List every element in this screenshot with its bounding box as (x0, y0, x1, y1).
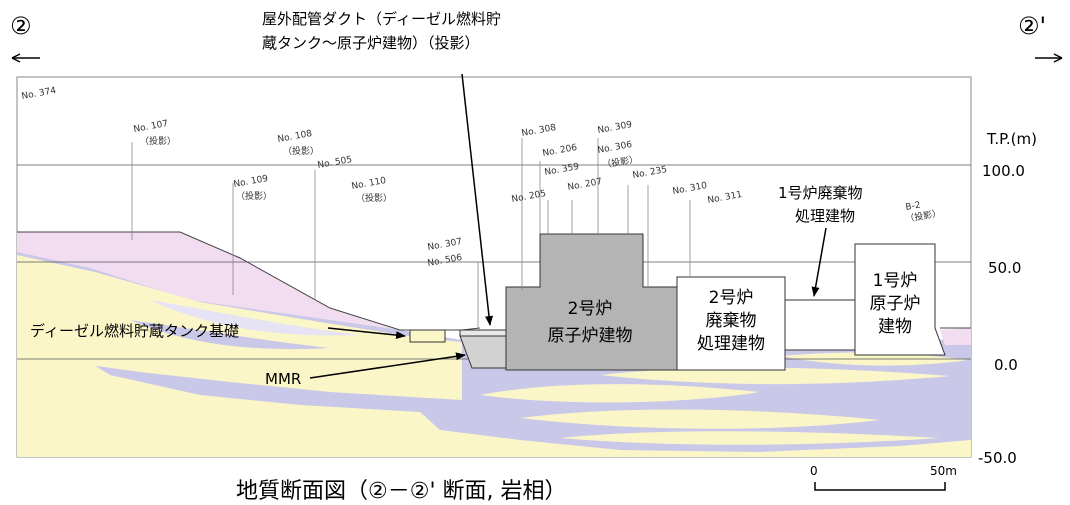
borehole-note: （投影） (140, 135, 176, 147)
unit1-waste-label-1: 1号炉廃棄物 (778, 184, 863, 202)
rock-lens-3 (600, 367, 950, 385)
unit2-reactor-building: 2号炉 原子炉建物 (505, 233, 678, 371)
right-section-marker: ②' (1018, 12, 1046, 40)
borehole-lines (131, 138, 691, 330)
unit1-reactor-label-3: 建物 (878, 317, 912, 337)
borehole-note: （投影） (283, 145, 319, 157)
section-title: 地質断面図（②－②' 断面, 岩相） (236, 479, 566, 504)
elevation-unit-label: T.P.(m) (986, 130, 1037, 148)
rock-layer-pink-right (940, 328, 971, 345)
unit1-waste-label-2: 処理建物 (795, 207, 855, 225)
unit1-waste-building (784, 299, 856, 351)
unit2-waste-label-1: 2号炉 (709, 288, 754, 308)
mmr-label: MMR (265, 370, 301, 388)
unit2-waste-building: 2号炉 廃棄物 処理建物 (676, 276, 786, 371)
unit1-reactor-building: 1号炉 原子炉 建物 (854, 243, 946, 356)
rock-lens-2 (520, 409, 880, 429)
rock-lens-7 (150, 300, 360, 336)
left-section-marker: ② (10, 12, 32, 40)
elevation-tick-50: 50.0 (988, 259, 1021, 277)
duct-label-line1: 屋外配管ダクト（ディーゼル燃料貯 (262, 10, 501, 28)
duct-label-line2: 蔵タンク～原子炉建物）（投影） (262, 34, 480, 52)
elevation-tick-minus50: -50.0 (978, 449, 1017, 467)
scale-bar-start: 0 (810, 464, 818, 478)
tank-foundation (409, 329, 446, 343)
unit1-reactor-label-1: 1号炉 (873, 271, 918, 291)
unit1-waste-arrow (811, 227, 827, 297)
unit2-waste-label-3: 処理建物 (697, 334, 765, 354)
borehole-label: B-2 (905, 200, 922, 212)
unit2-reactor-label-1: 2号炉 (568, 299, 613, 319)
mmr-arrow (309, 352, 466, 379)
duct-block (459, 329, 507, 337)
unit1-reactor-label-2: 原子炉 (870, 294, 921, 314)
scale-bar-end: 50m (930, 464, 957, 478)
duct-pointer-arrow (461, 73, 493, 326)
left-arrowhead (11, 53, 21, 63)
right-arrowhead (1053, 53, 1063, 63)
scale-bar (814, 482, 946, 491)
elevation-tick-0: 0.0 (994, 356, 1018, 374)
rock-layer-cream-lower (17, 300, 971, 457)
tank-foundation-label: ディーゼル燃料貯蔵タンク基礎 (30, 322, 239, 340)
unit2-waste-label-2: 廃棄物 (706, 311, 757, 331)
rock-lens-1 (480, 384, 760, 403)
rock-layer-pink (17, 232, 400, 330)
unit2-reactor-label-2: 原子炉建物 (548, 326, 633, 346)
rock-lens-6 (130, 320, 330, 350)
elevation-tick-100: 100.0 (982, 162, 1025, 180)
borehole-note: （投影） (356, 192, 392, 204)
rock-lens-4 (560, 431, 940, 445)
tank-foundation-arrow (327, 327, 406, 340)
borehole-note: （投影） (236, 190, 272, 202)
geology-layers (17, 231, 971, 457)
